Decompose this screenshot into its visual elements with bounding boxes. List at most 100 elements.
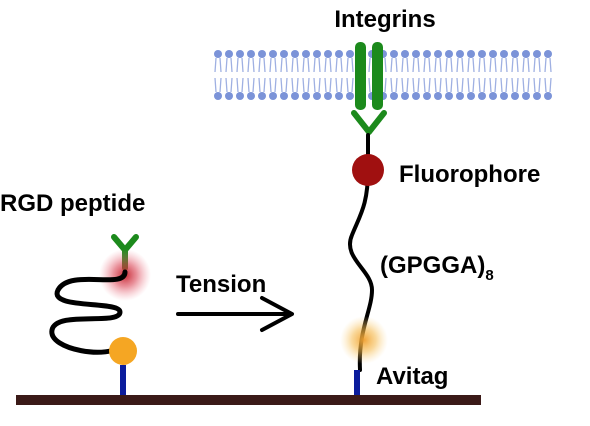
quencher-glow [340, 316, 388, 364]
lipid-tail [302, 77, 310, 93]
linker-label: (GPGGA)8 [380, 252, 494, 284]
lipid-tail [533, 57, 541, 73]
lipid-head [214, 50, 222, 58]
lipid-tail [401, 57, 409, 73]
lipid-tail [533, 77, 541, 93]
lipid-tail [489, 57, 497, 73]
lipid-head [324, 50, 332, 58]
lipid-head [313, 50, 321, 58]
lipid-head [346, 92, 354, 100]
lipid-head [478, 92, 486, 100]
lipid-tail [412, 77, 420, 93]
lipid-tail [236, 77, 244, 93]
lipid-tail [346, 77, 354, 93]
lipid-head [467, 92, 475, 100]
lipid-tail [335, 57, 343, 73]
lipid-head [280, 50, 288, 58]
lipid-tail [478, 57, 486, 73]
lipid-tail [390, 77, 398, 93]
lipid-head [478, 50, 486, 58]
substrate-surface [16, 395, 481, 405]
lipid-head [280, 92, 288, 100]
lipid-head [401, 50, 409, 58]
lipid-tail [258, 77, 266, 93]
lipid-head [225, 92, 233, 100]
lipid-tail [214, 57, 222, 73]
lipid-tail [324, 57, 332, 73]
lipid-tail [302, 57, 310, 73]
lipid-head [258, 92, 266, 100]
lipid-head [544, 92, 552, 100]
lipid-tail [467, 57, 475, 73]
lipid-tail [225, 77, 233, 93]
lipid-tail [346, 57, 354, 73]
lipid-tail [489, 77, 497, 93]
lipid-head [500, 92, 508, 100]
lipid-tail [456, 77, 464, 93]
lipid-tail [269, 77, 277, 93]
lipid-tail [412, 57, 420, 73]
lipid-tail [544, 77, 552, 93]
lipid-head [214, 92, 222, 100]
lipid-tail [313, 77, 321, 93]
integrin-alpha-subunit [355, 42, 366, 110]
lipid-head [445, 92, 453, 100]
lipid-tail [445, 77, 453, 93]
lipid-head [269, 50, 277, 58]
lipid-head [225, 50, 233, 58]
lipid-head [533, 50, 541, 58]
lipid-tail [511, 57, 519, 73]
lipid-tail [280, 57, 288, 73]
folded-linker-strand [49, 269, 128, 355]
integrin-beta-subunit [372, 42, 383, 110]
lipid-head [412, 92, 420, 100]
lipid-head [346, 50, 354, 58]
lipid-head [544, 50, 552, 58]
lipid-tail [214, 77, 222, 93]
integrin-receptor [351, 42, 387, 135]
lipid-tail [390, 57, 398, 73]
lipid-head [302, 92, 310, 100]
lipid-tail [291, 57, 299, 73]
lipid-head [247, 50, 255, 58]
lipid-head [511, 50, 519, 58]
lipid-tail [434, 57, 442, 73]
lipid-head [456, 50, 464, 58]
integrins-label: Integrins [334, 6, 435, 33]
lipid-tail [522, 57, 530, 73]
lipid-head [291, 92, 299, 100]
lipid-head [313, 92, 321, 100]
tension-arrow [176, 296, 294, 332]
lipid-head [236, 92, 244, 100]
lipid-head [434, 50, 442, 58]
lipid-tail [247, 77, 255, 93]
lipid-tail [258, 57, 266, 73]
lipid-head [489, 92, 497, 100]
lipid-tail [401, 77, 409, 93]
lipid-tail [236, 57, 244, 73]
lipid-tail [423, 77, 431, 93]
lipid-head [269, 92, 277, 100]
fluorophore-ball [352, 154, 384, 186]
lipid-head [533, 92, 541, 100]
lipid-tail [280, 77, 288, 93]
lipid-tail [324, 77, 332, 93]
lipid-head [522, 50, 530, 58]
lipid-head [401, 92, 409, 100]
lipid-tail [456, 57, 464, 73]
lipid-head [302, 50, 310, 58]
lipid-tail [434, 77, 442, 93]
lipid-head [423, 50, 431, 58]
lipid-tail [500, 57, 508, 73]
lipid-head [390, 92, 398, 100]
lipid-head [489, 50, 497, 58]
lipid-head [335, 50, 343, 58]
lipid-head [467, 50, 475, 58]
lipid-tail [291, 77, 299, 93]
lipid-tail [225, 57, 233, 73]
lipid-tail [544, 57, 552, 73]
lipid-head [236, 50, 244, 58]
lipid-tail [522, 77, 530, 93]
lipid-head [247, 92, 255, 100]
